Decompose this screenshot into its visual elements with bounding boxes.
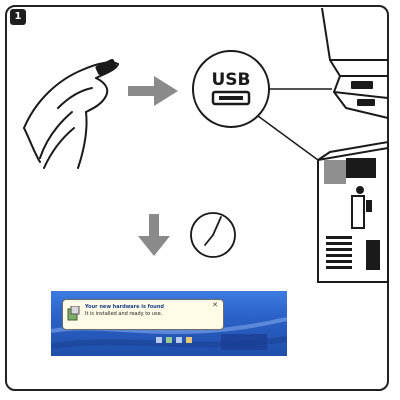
usb-port-icon	[192, 50, 270, 128]
usb-label: USB	[211, 70, 250, 90]
hand-icon	[23, 58, 119, 169]
laptop-icon	[321, 7, 389, 119]
hardware-icon	[67, 306, 80, 321]
step-number-badge: 1	[10, 9, 26, 25]
notification-message: It is installed and ready to use.	[85, 311, 163, 317]
notification-title: Your new hardware is found	[85, 304, 164, 310]
arrow-right-icon	[128, 76, 178, 106]
arrow-down-icon	[138, 214, 170, 256]
notification-balloon[interactable]: ✕ Your new hardware is found It is insta…	[62, 299, 224, 330]
clock-icon	[190, 212, 236, 258]
connector-line-desktop	[257, 115, 319, 161]
desktop-tower-icon	[317, 140, 389, 283]
close-icon[interactable]: ✕	[212, 301, 218, 309]
